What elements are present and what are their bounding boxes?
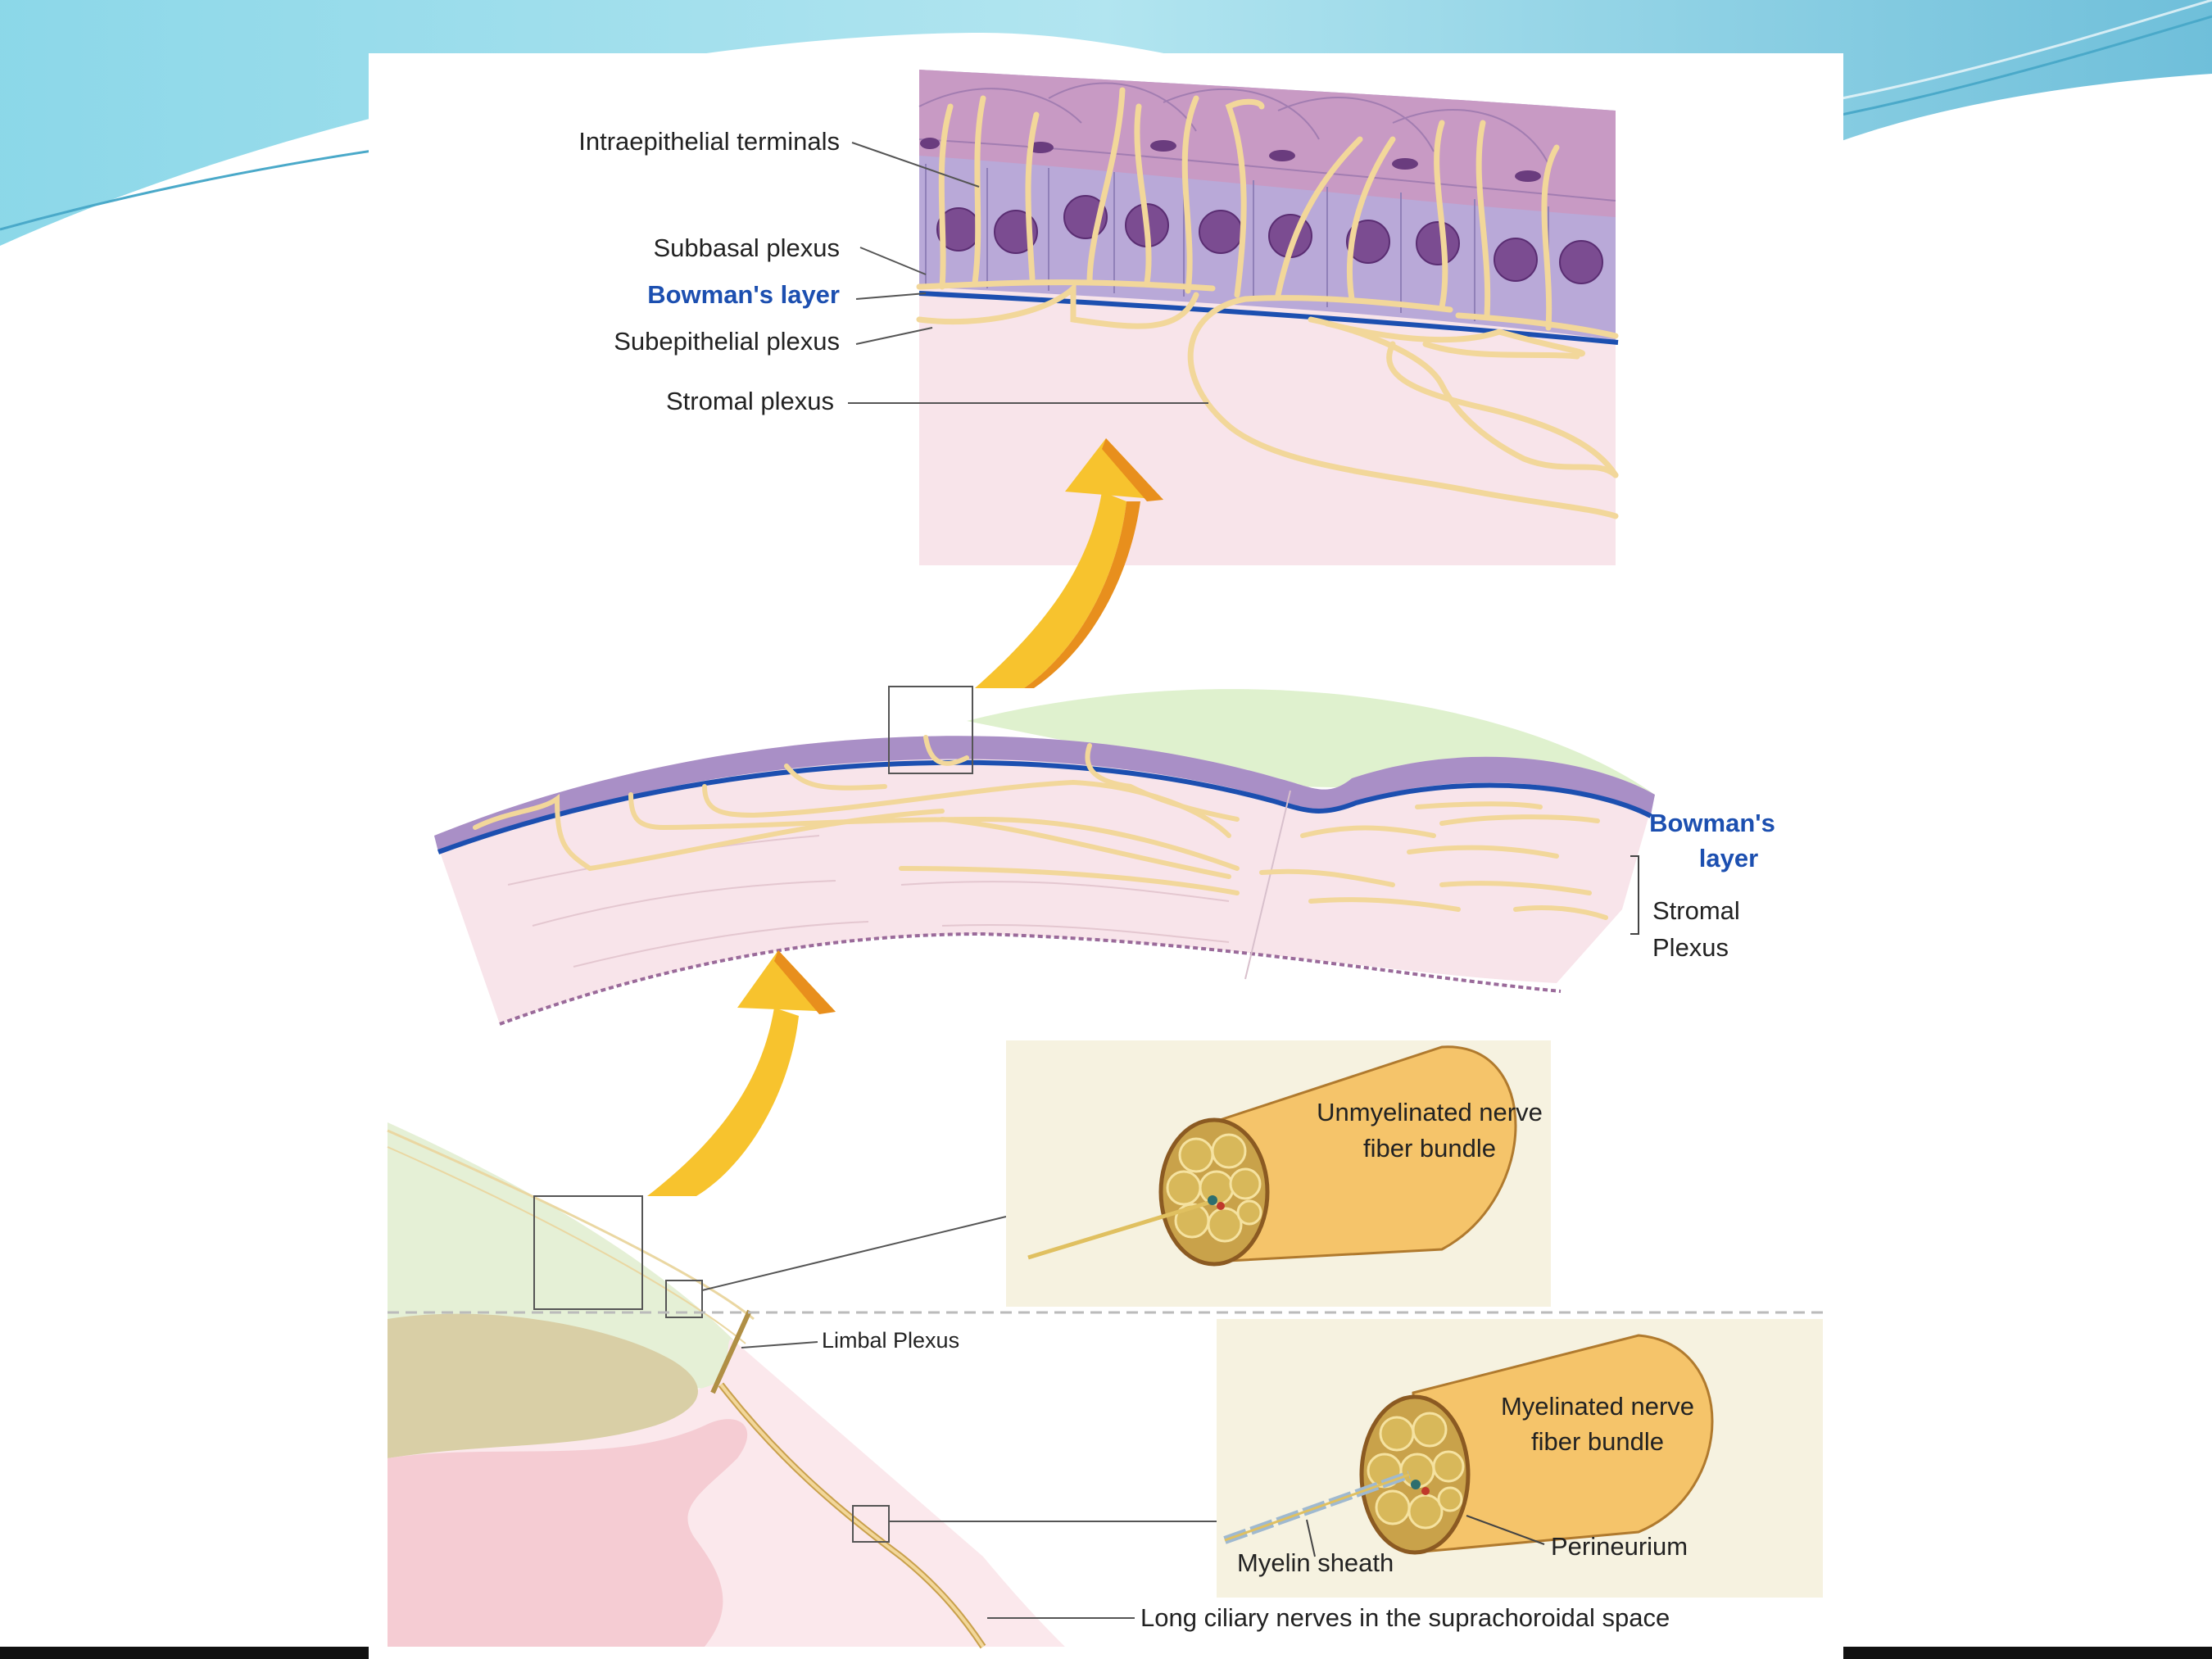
label-bowmans-layer-middle-1: Bowman's xyxy=(1649,809,1775,837)
label-unmyelinated-line2: fiber bundle xyxy=(1363,1134,1496,1163)
label-unmyelinated-line1: Unmyelinated nerve xyxy=(1317,1098,1543,1126)
label-limbal-plexus: Limbal Plexus xyxy=(822,1328,959,1353)
middle-zoom-box xyxy=(888,686,973,774)
zoom-arrow-lower xyxy=(647,950,836,1196)
nerve-fibers-middle xyxy=(473,735,1608,920)
label-stromal-plexus: Stromal plexus xyxy=(666,387,834,415)
middle-cornea-section xyxy=(434,686,1655,1026)
limbus-zoom-box-large xyxy=(533,1195,643,1310)
limbus-zoom-box-lower xyxy=(852,1505,890,1543)
label-stromal-plexus-middle-1: Stromal xyxy=(1652,896,1740,925)
label-perineurium: Perineurium xyxy=(1551,1532,1688,1561)
label-long-ciliary-nerves: Long ciliary nerves in the suprachoroida… xyxy=(1140,1603,1670,1632)
label-myelinated-line1: Myelinated nerve xyxy=(1501,1392,1694,1421)
label-subepithelial-plexus: Subepithelial plexus xyxy=(614,327,840,356)
label-myelin-sheath: Myelin sheath xyxy=(1237,1548,1394,1577)
label-subbasal-plexus: Subbasal plexus xyxy=(654,233,841,262)
label-bowmans-layer: Bowman's layer xyxy=(647,280,840,309)
top-inset-epithelium xyxy=(916,70,1619,565)
label-myelinated-line2: fiber bundle xyxy=(1531,1427,1664,1456)
label-stromal-plexus-middle-2: Plexus xyxy=(1652,933,1729,962)
zoom-arrow-upper xyxy=(975,438,1163,688)
label-bowmans-layer-middle-2: layer xyxy=(1699,844,1758,873)
limbus-section xyxy=(387,1122,1065,1649)
myelinated-bundle-illustration xyxy=(1217,1319,1823,1598)
label-intraepithelial-terminals: Intraepithelial terminals xyxy=(578,127,840,156)
limbus-zoom-box-small xyxy=(665,1280,703,1318)
nerve-fibers-top xyxy=(916,87,1619,519)
unmyelinated-bundle-illustration xyxy=(1006,1040,1551,1307)
top-inset-leaders xyxy=(848,142,1208,404)
bowmans-layer-line xyxy=(918,291,1619,345)
